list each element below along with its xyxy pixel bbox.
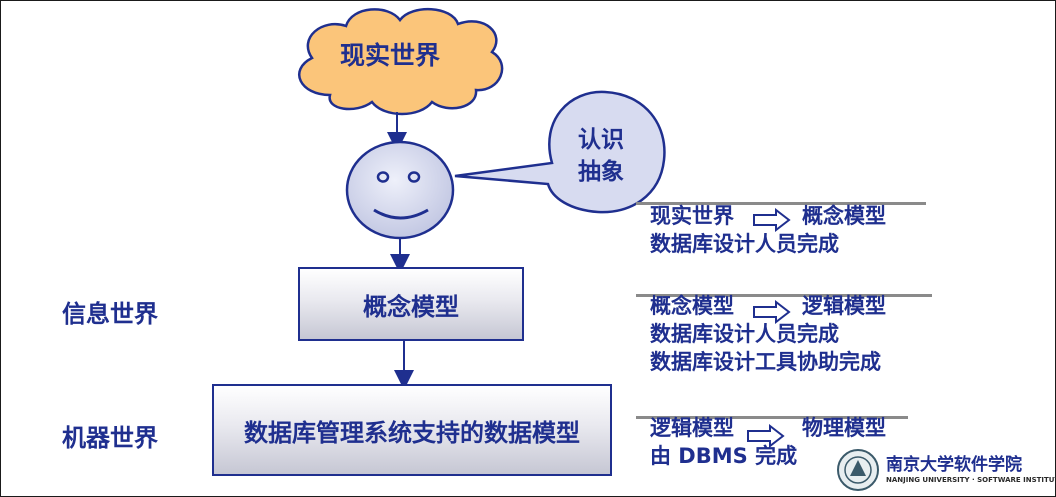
- cloud-label: 现实世界: [340, 41, 441, 70]
- dbms-model-box: 数据库管理系统支持的数据模型: [212, 384, 612, 476]
- note-1-to: 概念模型: [802, 204, 886, 228]
- note-1-line-1: 数据库设计人员完成: [650, 232, 839, 256]
- logo-name: 南京大学软件学院: [886, 455, 1022, 475]
- dbms-model-label: 数据库管理系统支持的数据模型: [244, 418, 580, 447]
- smiley-face-icon: [345, 140, 455, 240]
- note-3-line-1: 由 DBMS 完成: [650, 444, 798, 468]
- logo-subtitle: NANJING UNIVERSITY · SOFTWARE INSTITUTE: [886, 476, 1056, 484]
- info-world-label: 信息世界: [62, 300, 158, 328]
- speech-bubble-icon: [454, 90, 666, 214]
- hollow-right-arrow-icon: [753, 300, 791, 324]
- machine-world-label: 机器世界: [62, 424, 158, 452]
- note-1-from: 现实世界: [650, 204, 734, 228]
- note-2-line-1: 数据库设计人员完成: [650, 322, 839, 346]
- cloud-icon: [298, 7, 504, 116]
- note-3-to: 物理模型: [802, 416, 886, 440]
- note-2-from: 概念模型: [650, 294, 734, 318]
- note-2-to: 逻辑模型: [802, 294, 886, 318]
- note-2-rule: [636, 294, 932, 297]
- note-2-line-2: 数据库设计工具协助完成: [650, 350, 881, 374]
- note-3-rule: [636, 416, 908, 419]
- bubble-label-line-2: 抽象: [578, 159, 624, 185]
- note-1-rule: [636, 202, 926, 205]
- university-logo: 南京大学软件学院 NANJING UNIVERSITY · SOFTWARE I…: [836, 446, 1056, 494]
- university-seal-icon: [837, 449, 879, 491]
- note-3-from: 逻辑模型: [650, 416, 734, 440]
- hollow-right-arrow-icon: [747, 424, 785, 448]
- conceptual-model-box: 概念模型: [298, 267, 524, 341]
- hollow-right-arrow-icon: [753, 208, 791, 232]
- conceptual-model-label: 概念模型: [363, 292, 459, 321]
- bubble-label-line-1: 认识: [578, 127, 624, 153]
